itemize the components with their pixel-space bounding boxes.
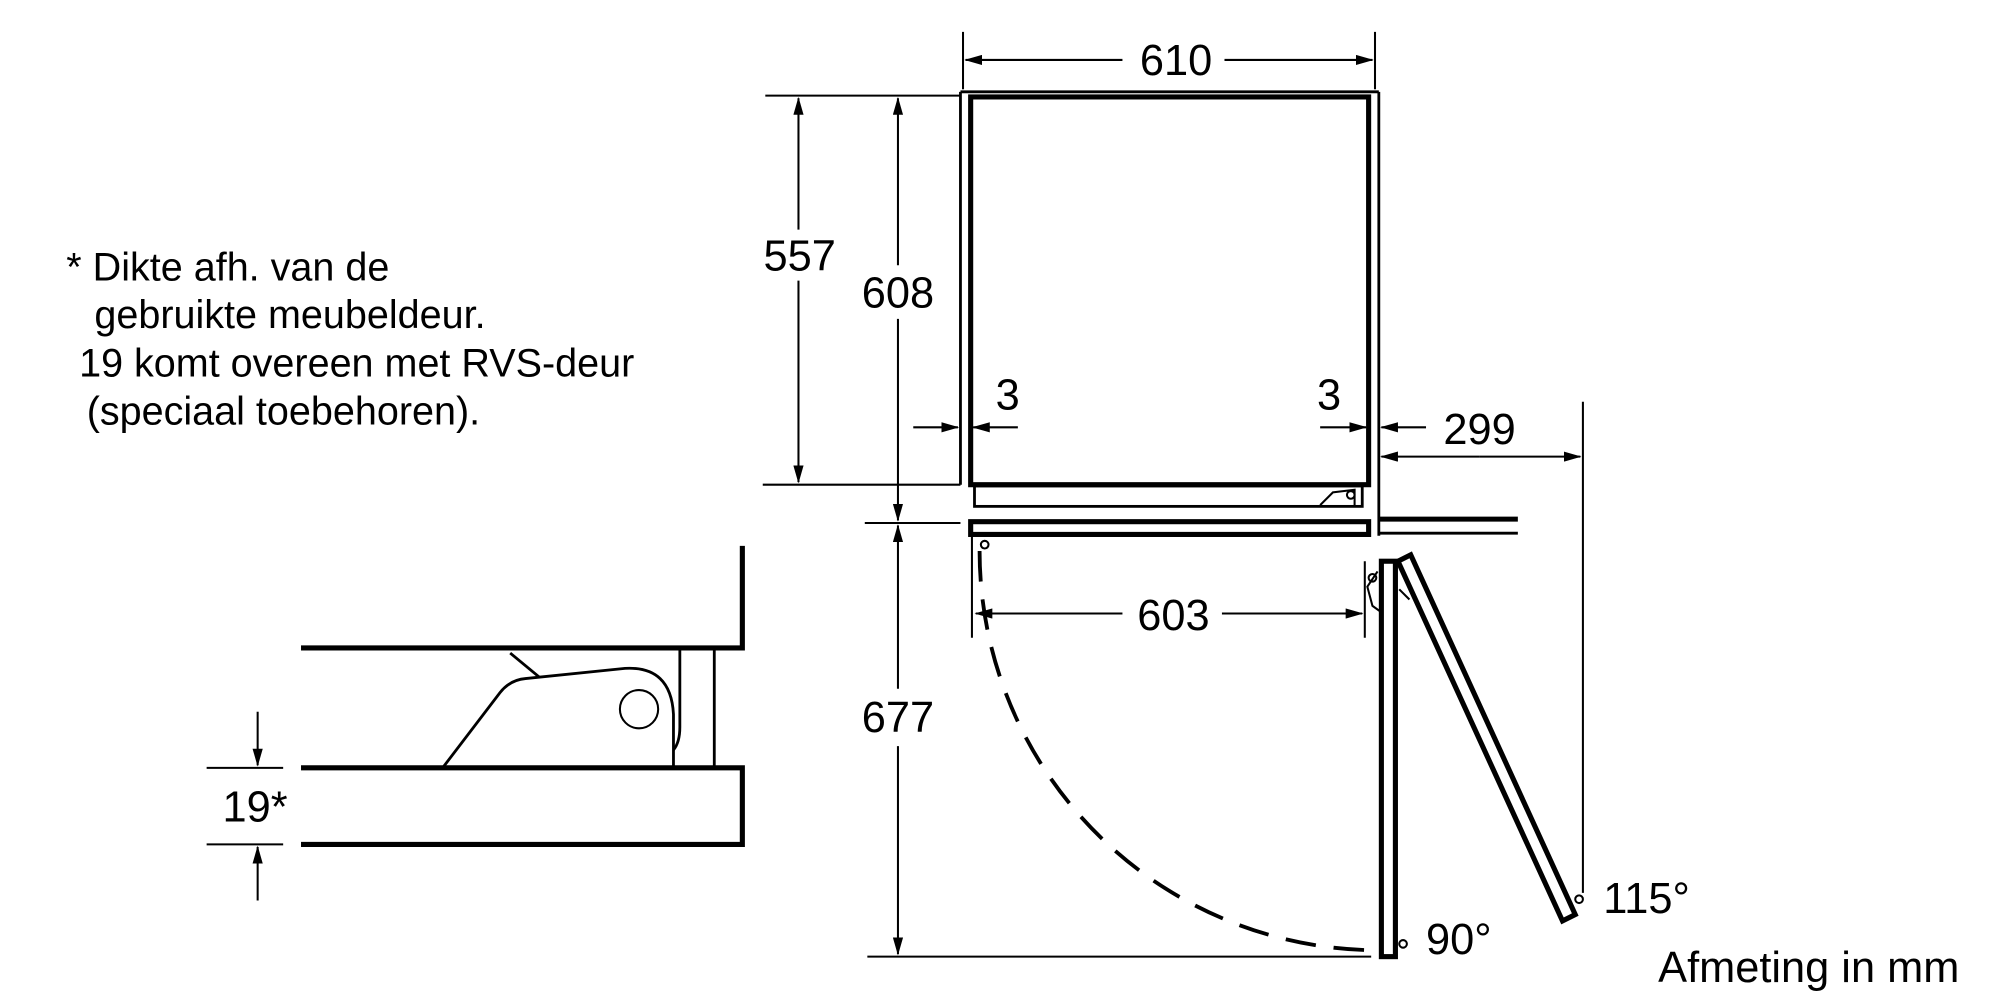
footnote-line-2: gebruikte meubeldeur. bbox=[94, 293, 485, 337]
dimension-gap-left: 3 bbox=[913, 371, 1020, 433]
niche-outline bbox=[762, 90, 1518, 536]
dimension-label-677: 677 bbox=[862, 694, 934, 742]
hinge-pivot-icon bbox=[618, 689, 660, 730]
dimension-557: 557 bbox=[764, 96, 836, 484]
angle-label-90: 90° bbox=[1426, 916, 1492, 964]
footnote: * Dikte afh. van de gebruikte meubeldeur… bbox=[66, 246, 634, 434]
door-swing-arc bbox=[977, 551, 1379, 953]
door-open-115: 115° bbox=[1394, 551, 1690, 925]
dimension-label-gap-left: 3 bbox=[996, 371, 1020, 419]
hinge-detail bbox=[301, 545, 745, 847]
dimension-gap-right: 3 bbox=[1317, 371, 1427, 433]
dimension-label-19: 19* bbox=[223, 783, 288, 831]
appliance-body bbox=[968, 94, 1372, 550]
footnote-line-3: 19 komt overeen met RVS-deur bbox=[79, 341, 634, 385]
footnote-line-1: * Dikte afh. van de bbox=[66, 246, 389, 290]
units-label: Afmeting in mm bbox=[1658, 944, 1959, 992]
dimension-label-557: 557 bbox=[764, 232, 836, 280]
dimension-label-610: 610 bbox=[1140, 37, 1212, 85]
dimension-608: 608 bbox=[862, 96, 961, 524]
dimension-label-603: 603 bbox=[1137, 592, 1209, 640]
dimension-603: 603 bbox=[970, 535, 1366, 640]
dimension-610: 610 bbox=[961, 31, 1377, 90]
dimension-299: 299 bbox=[1380, 401, 1584, 893]
angle-label-115: 115° bbox=[1603, 875, 1689, 923]
door-open-90: 90° bbox=[1366, 558, 1492, 964]
dimension-19: 19* bbox=[206, 711, 288, 901]
dimension-label-299: 299 bbox=[1443, 406, 1515, 454]
dimension-label-gap-right: 3 bbox=[1317, 371, 1341, 419]
footnote-line-4: (speciaal toebehoren). bbox=[87, 390, 480, 434]
dimension-label-608: 608 bbox=[862, 269, 934, 317]
dimension-677: 677 bbox=[862, 524, 1372, 958]
